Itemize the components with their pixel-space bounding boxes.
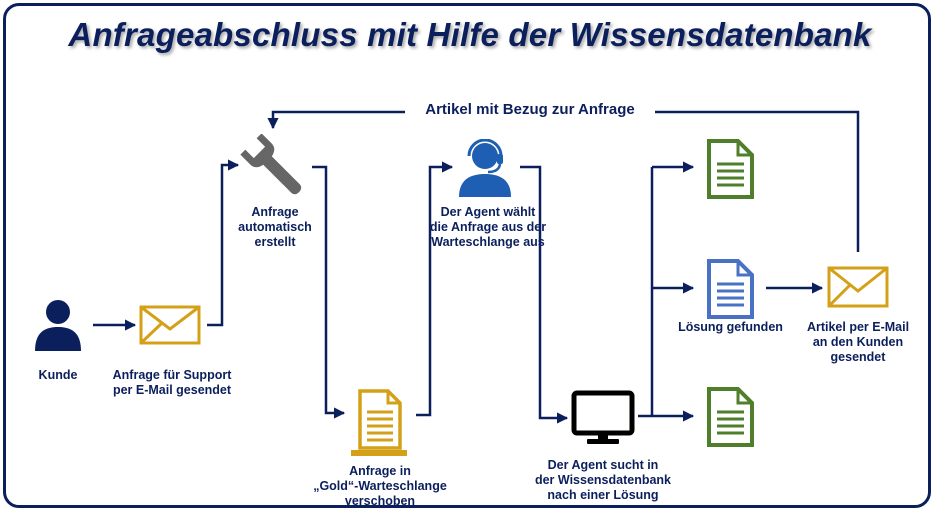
top-arrow-label: Artikel mit Bezug zur Anfrage [405,101,655,118]
diagram-frame [3,3,931,508]
monitor-icon [571,390,635,444]
arrow-agent-to-search [520,165,569,424]
arrow-email-to-ticket [207,159,240,327]
arrow-send-to-ticket [267,110,860,252]
step-agent-label: Der Agent wählt die Anfrage aus der Wart… [429,205,547,249]
arrow-ticket-to-queue [312,165,346,419]
person-icon [35,300,81,351]
document-icon [707,259,754,319]
document-icon [707,139,754,199]
step-kunde-label: Kunde [38,368,78,382]
document-icon [351,389,407,456]
step-queue-label: Anfrage in „Gold“-Warteschlange verschob… [313,464,447,508]
wrench-icon [240,134,302,195]
step-ticket-label: Anfrage automatisch erstellt [238,205,312,249]
step-solution-label: Lösung gefunden [678,320,783,334]
envelope-icon [139,305,201,345]
envelope-icon [827,266,889,308]
arrow-queue-to-agent [416,161,454,417]
step-send-label: Artikel per E-Mail an den Kunden gesende… [806,320,910,364]
headset-agent-icon [459,139,511,197]
step-email-label: Anfrage für Support per E-Mail gesendet [112,368,232,397]
step-search-label: Der Agent sucht in der Wissensdatenbank … [534,458,672,502]
diagram-title: Anfrageabschluss mit Hilfe der Wissensda… [68,16,872,53]
document-icon [707,387,754,447]
